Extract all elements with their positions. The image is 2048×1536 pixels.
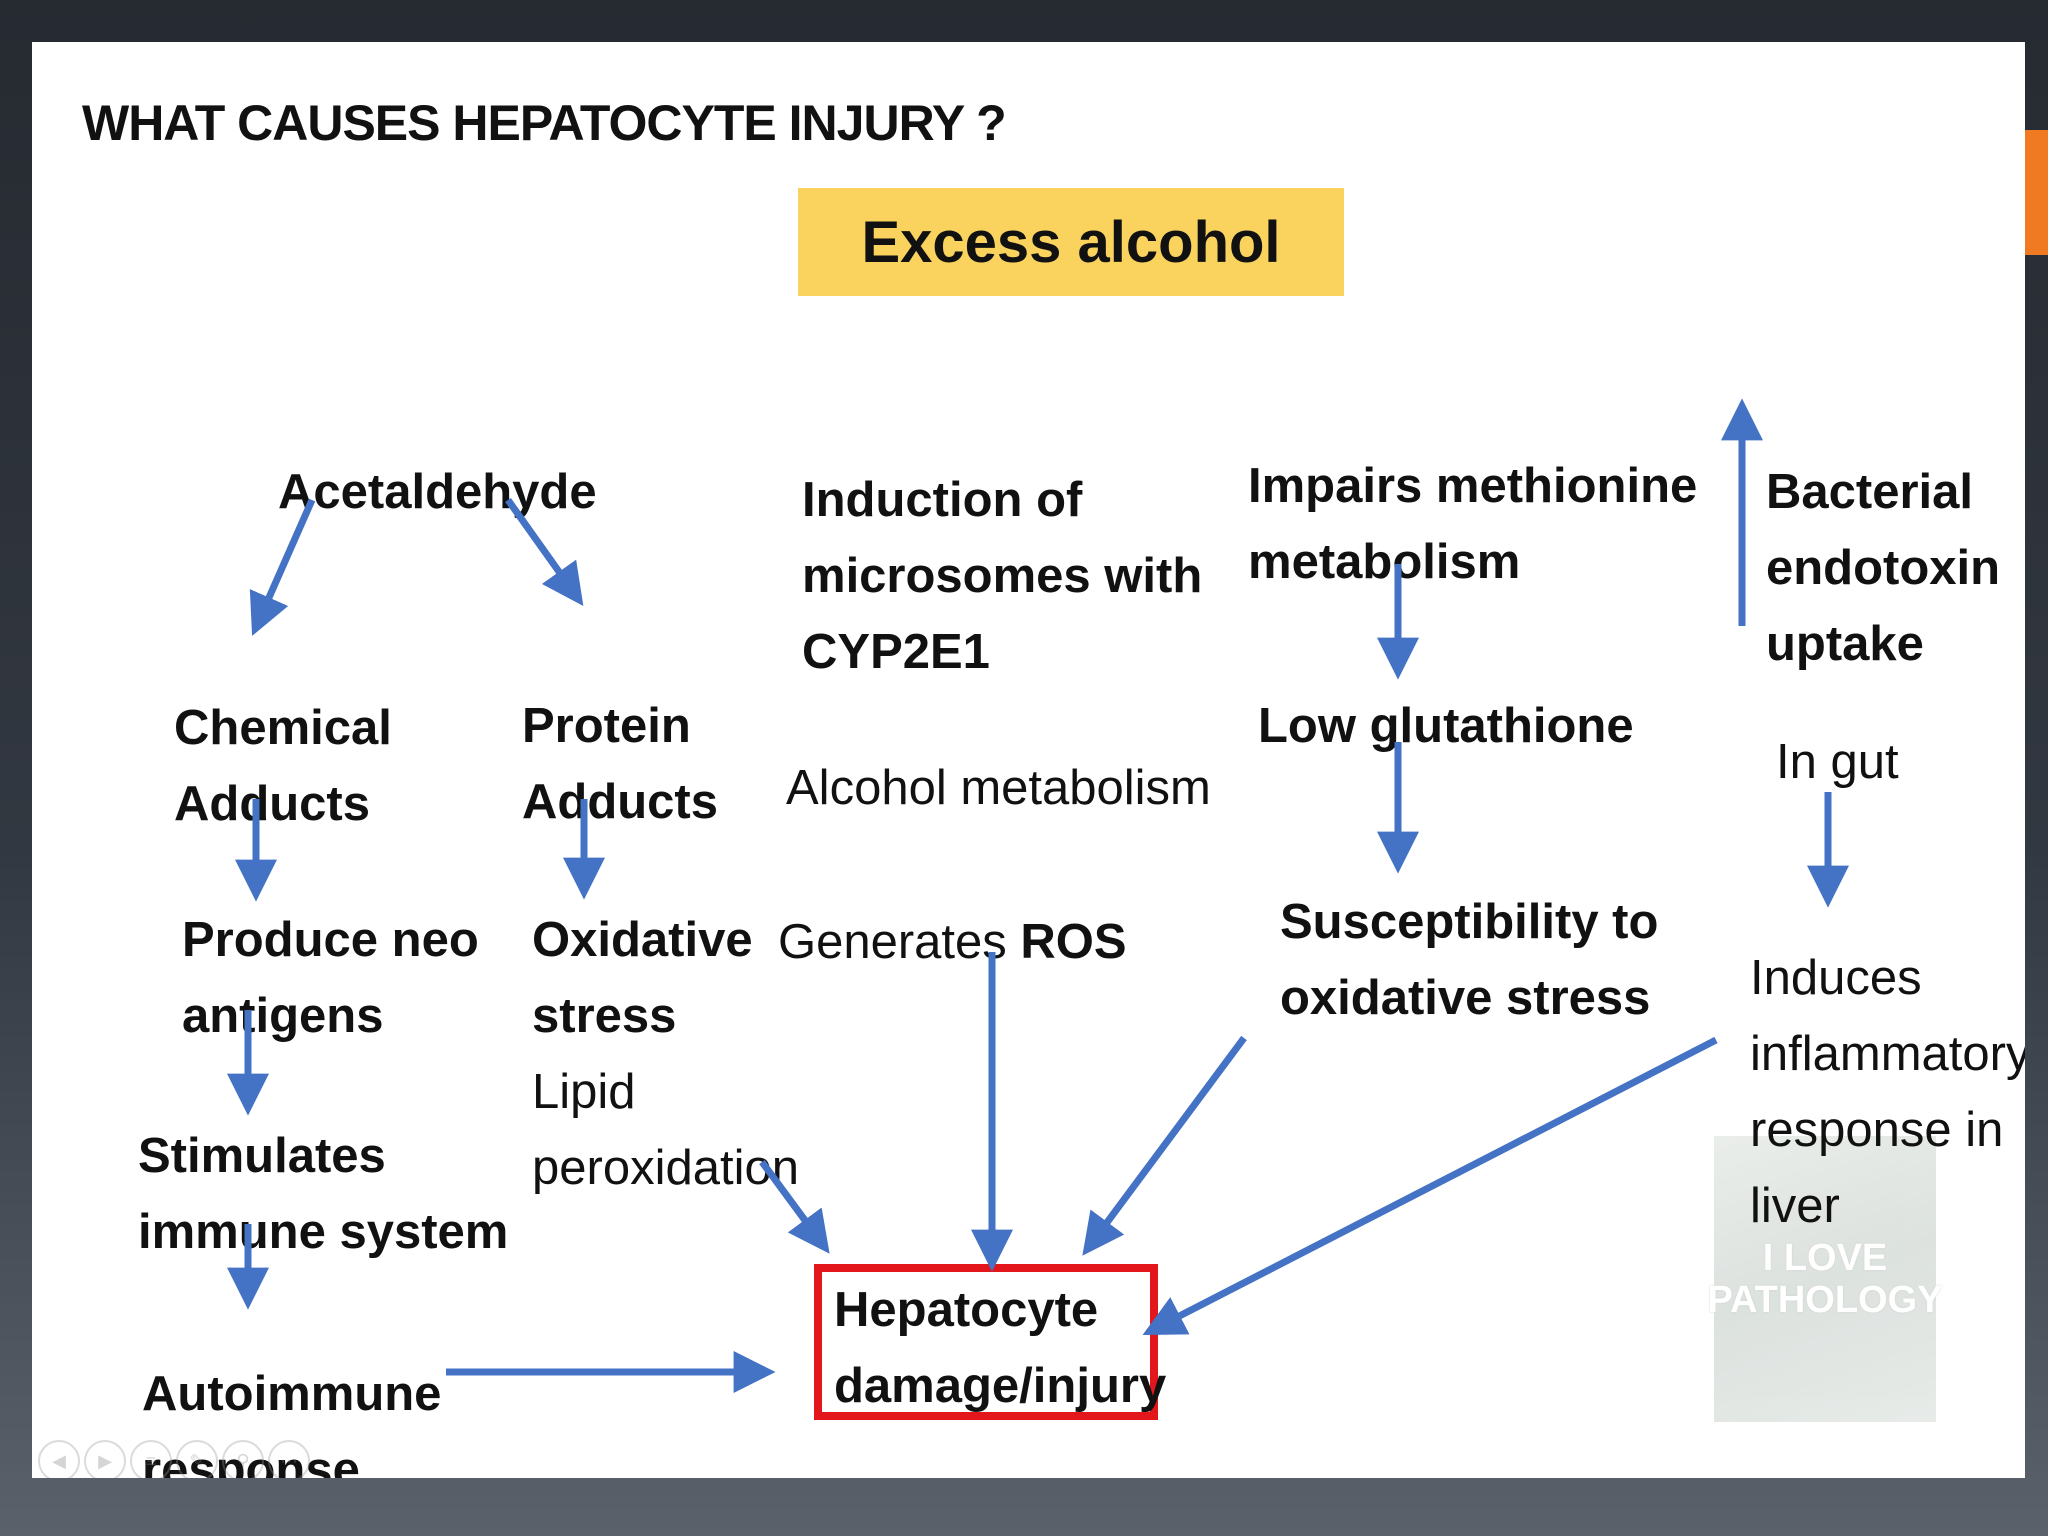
induces-inflammatory-label: Induces inflammatory response in liver xyxy=(1750,951,2025,1233)
orange-side-tab xyxy=(2025,130,2048,255)
play-icon[interactable]: ▶ xyxy=(84,1440,126,1478)
oxidative-stress-label: Oxidative stress xyxy=(532,913,753,1043)
protein-adducts-label: Protein Adducts xyxy=(522,699,718,829)
arrow-acetaldehyde-to-chemical xyxy=(249,498,316,636)
acetaldehyde-label: Acetaldehyde xyxy=(278,465,597,519)
arrow-lipid-to-result xyxy=(759,1159,830,1254)
menu-icon[interactable]: ≡ xyxy=(130,1440,172,1478)
zoom-icon[interactable]: ⚲ xyxy=(222,1440,264,1478)
arrow-susceptibility-to-result xyxy=(1082,1035,1247,1256)
arrows-layer xyxy=(227,398,1849,1393)
watermark-logo: I LOVE PATHOLOGY xyxy=(1707,1136,1943,1422)
generates-ros-label: Generates ROS xyxy=(778,904,1127,980)
chemical-adducts-label: Chemical Adducts xyxy=(174,701,392,831)
arrow-acetaldehyde-to-protein xyxy=(505,497,584,606)
slide: WHAT CAUSES HEPATOCYTE INJURY ? Excess a… xyxy=(32,42,2025,1478)
low-glutathione-label: Low glutathione xyxy=(1258,699,1634,753)
ros-text: ROS xyxy=(1020,915,1127,969)
arrow-induces-to-result xyxy=(1142,1036,1718,1335)
prev-icon[interactable]: ◀ xyxy=(38,1440,80,1478)
in-gut-label: In gut xyxy=(1776,735,1899,789)
susceptibility-oxidative-stress-label: Susceptibility to oxidative stress xyxy=(1280,895,1659,1025)
pen-icon[interactable]: ✎ xyxy=(176,1440,218,1478)
produce-neo-antigens-label: Produce neo antigens xyxy=(182,913,479,1043)
more-icon[interactable]: ⋯ xyxy=(268,1440,310,1478)
impairs-methionine-label: Impairs methionine metabolism xyxy=(1248,459,1698,589)
playback-controls[interactable]: ◀ ▶ ≡ ✎ ⚲ ⋯ xyxy=(38,1440,310,1478)
slide-title: WHAT CAUSES HEPATOCYTE INJURY ? xyxy=(82,95,1007,151)
stimulates-immune-system-label: Stimulates immune system xyxy=(138,1129,509,1259)
generates-text: Generates xyxy=(778,915,1021,969)
bacterial-endotoxin-label: Bacterial endotoxin uptake xyxy=(1766,465,2001,671)
alcohol-metabolism-label: Alcohol metabolism xyxy=(786,761,1211,815)
lipid-peroxidation-label: Lipid peroxidation xyxy=(532,1065,799,1195)
induction-microsomes-label: Induction of microsomes with CYP2E1 xyxy=(802,473,1203,679)
excess-alcohol-box: Excess alcohol xyxy=(798,188,1344,296)
